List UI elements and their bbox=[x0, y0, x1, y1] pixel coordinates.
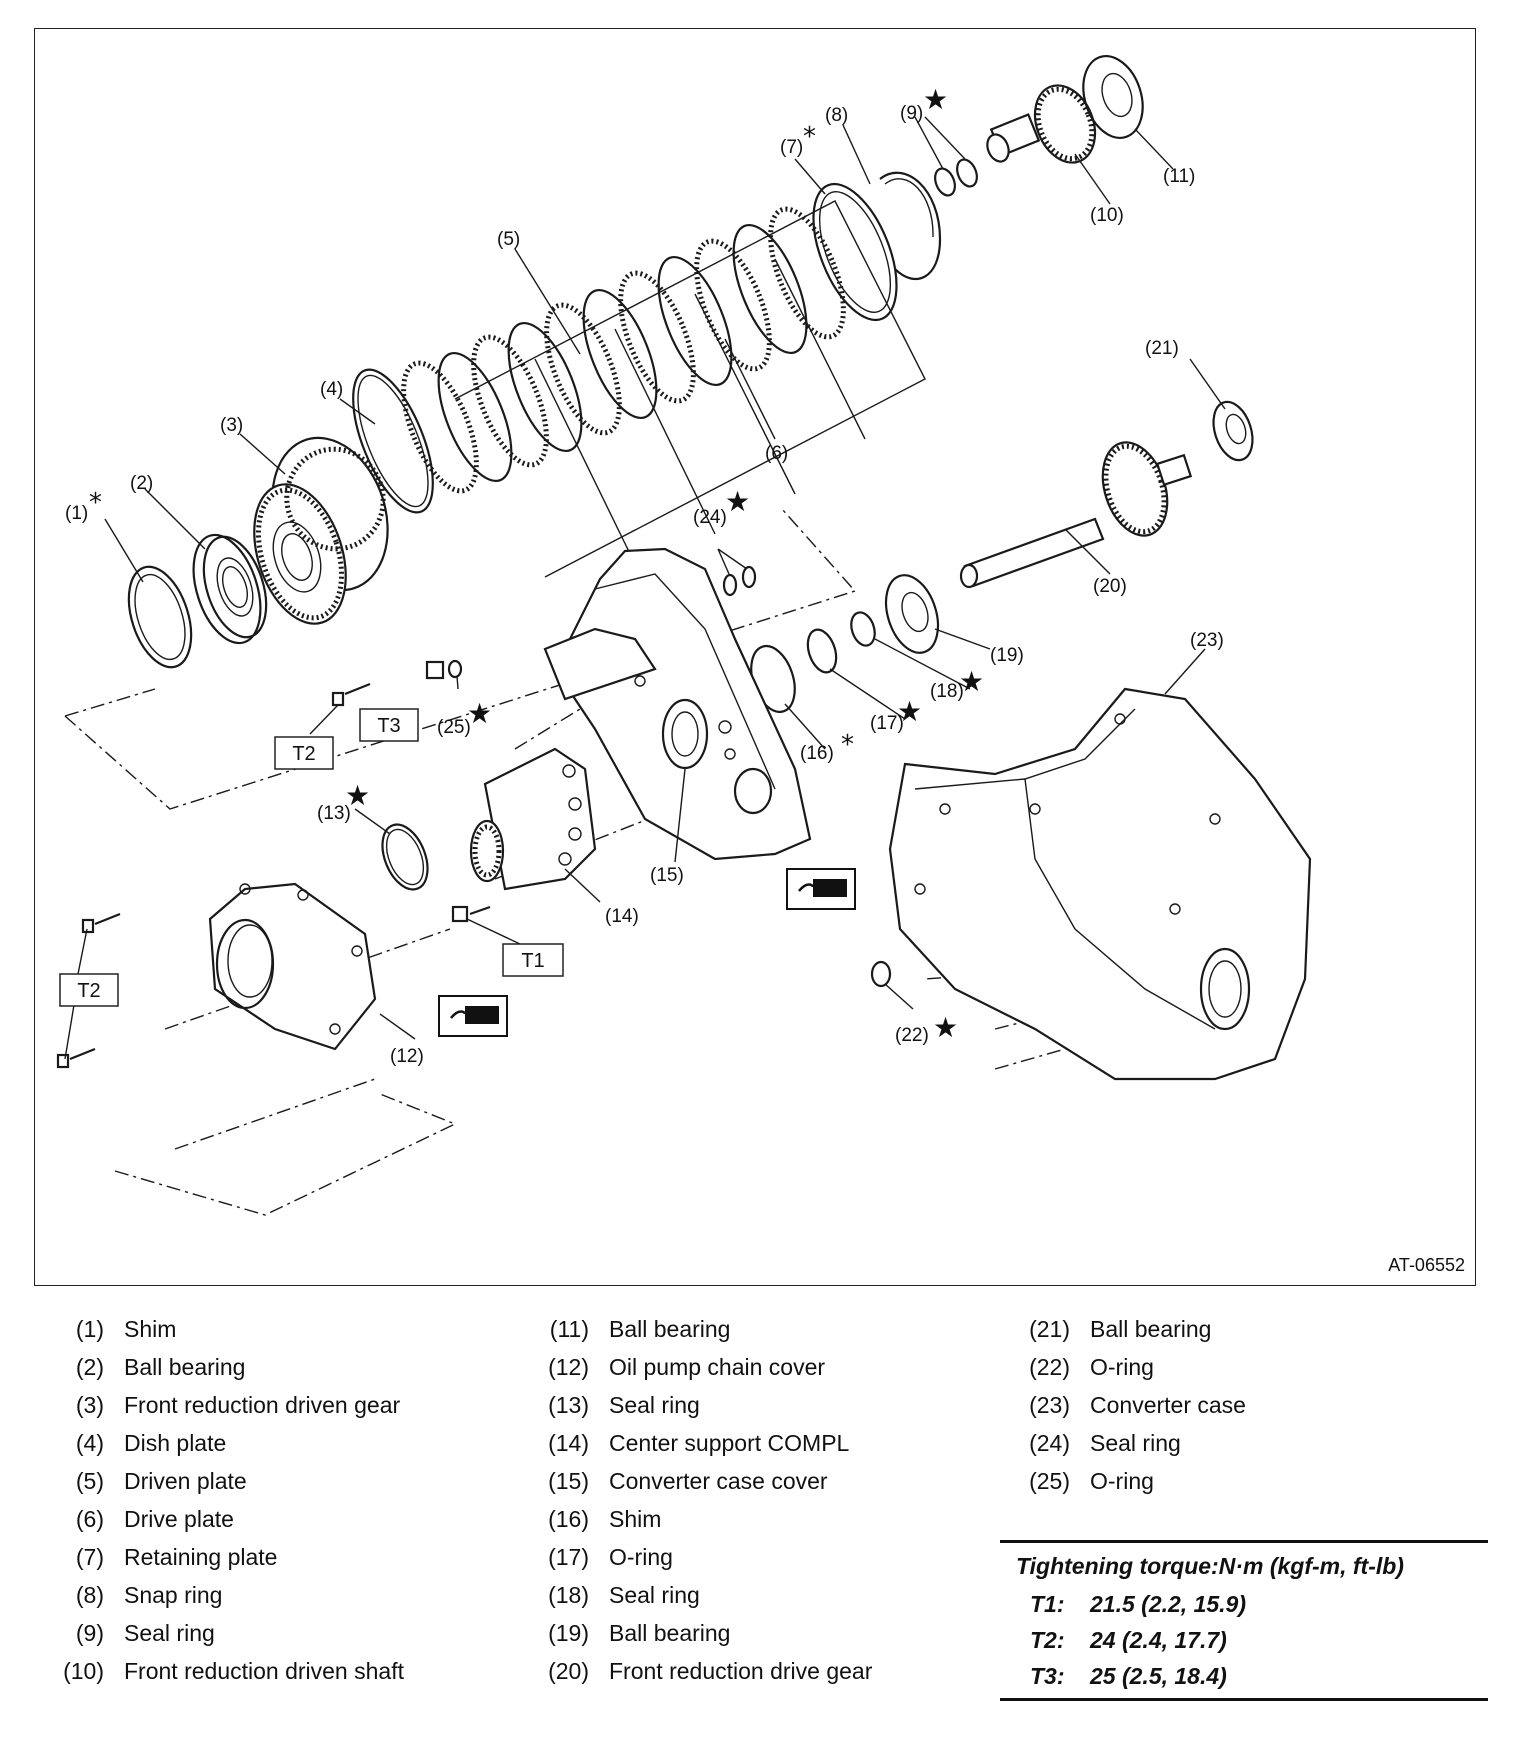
callout-1: (1) bbox=[65, 503, 88, 524]
sealant-icon bbox=[438, 995, 508, 1037]
bolt-t2-top bbox=[331, 682, 371, 707]
exploded-diagram: T3 T2 T1 T2 (1) (2) (3) (4) (5) (6) (7) … bbox=[34, 28, 1476, 1286]
converter-case-cover-15 bbox=[543, 547, 812, 861]
assembly-outline-cover bbox=[114, 1093, 457, 1216]
plug-t3 bbox=[425, 660, 445, 680]
asterisk-mark: * bbox=[803, 122, 816, 152]
sealant-icon bbox=[786, 868, 856, 910]
star-mark: ★ bbox=[897, 695, 922, 728]
dish-plate-4 bbox=[352, 368, 434, 514]
assembly-outline-front bbox=[64, 508, 857, 810]
callout-21: (21) bbox=[1145, 338, 1179, 359]
torque-label-t3: T3 bbox=[359, 708, 419, 742]
oil-pump-chain-cover-12 bbox=[208, 882, 377, 1051]
ball-bearing-19 bbox=[884, 574, 940, 654]
callout-5: (5) bbox=[497, 229, 520, 250]
star-mark: ★ bbox=[933, 1011, 958, 1044]
callout-16: (16) bbox=[800, 743, 834, 764]
figure-id: AT-06552 bbox=[1388, 1255, 1465, 1275]
bolt-t2-upper-left bbox=[81, 912, 121, 934]
callout-24: (24) bbox=[693, 507, 727, 528]
seal-ring-9b bbox=[956, 158, 978, 188]
asterisk-mark: * bbox=[89, 488, 102, 518]
star-mark: ★ bbox=[345, 779, 370, 812]
callout-18: (18) bbox=[930, 681, 964, 702]
svg-text:T2: T2 bbox=[77, 980, 100, 1002]
svg-text:T3: T3 bbox=[377, 715, 400, 737]
ball-bearing-21 bbox=[1212, 400, 1254, 462]
ball-bearing-11 bbox=[1082, 55, 1144, 139]
front-reduction-driven-gear-3 bbox=[253, 436, 389, 625]
callout-20: (20) bbox=[1093, 576, 1127, 597]
star-mark: ★ bbox=[725, 485, 750, 518]
seal-ring-13 bbox=[381, 823, 429, 891]
o-ring-17 bbox=[806, 628, 838, 674]
callout-23: (23) bbox=[1190, 630, 1224, 651]
callout-7: (7) bbox=[780, 137, 803, 158]
clutch-plates bbox=[401, 206, 846, 494]
torque-label-t2: T2 bbox=[274, 736, 334, 770]
callout-4: (4) bbox=[320, 379, 343, 400]
callout-3: (3) bbox=[220, 415, 243, 436]
callout-11: (11) bbox=[1163, 166, 1195, 187]
bolt-t2-lower-left bbox=[56, 1047, 96, 1069]
diagram-drawing: T3 T2 T1 T2 (1) (2) (3) (4) (5) (6) (7) … bbox=[56, 55, 1465, 1275]
callout-12: (12) bbox=[390, 1046, 424, 1067]
star-mark: ★ bbox=[467, 697, 492, 730]
callout-19: (19) bbox=[990, 645, 1024, 666]
torque-table: Tightening torque:N·m (kgf-m, ft-lb) T1:… bbox=[1000, 1540, 1488, 1701]
callout-25: (25) bbox=[437, 717, 471, 738]
star-mark: ★ bbox=[923, 83, 948, 116]
star-mark: ★ bbox=[959, 665, 984, 698]
callout-13: (13) bbox=[317, 803, 351, 824]
callout-6: (6) bbox=[765, 443, 788, 464]
seal-ring-18 bbox=[850, 611, 876, 647]
callout-9: (9) bbox=[900, 103, 923, 124]
retaining-plate-7 bbox=[812, 182, 898, 322]
callout-14: (14) bbox=[605, 906, 639, 927]
torque-table-title: Tightening torque:N·m (kgf-m, ft-lb) bbox=[1016, 1553, 1404, 1579]
torque-label-t2: T2 bbox=[59, 973, 119, 1007]
svg-text:T2: T2 bbox=[292, 743, 315, 765]
o-ring-22 bbox=[870, 960, 892, 988]
seal-ring-24a bbox=[722, 573, 738, 597]
ball-bearing-2 bbox=[192, 533, 262, 645]
callout-15: (15) bbox=[650, 865, 684, 886]
converter-case-23 bbox=[888, 687, 1312, 1081]
svg-text:T1: T1 bbox=[521, 950, 544, 972]
seal-ring-9a bbox=[934, 167, 956, 197]
shim-1 bbox=[127, 565, 193, 669]
clutch-pack-bracket bbox=[454, 200, 926, 578]
front-reduction-drive-gear-20 bbox=[959, 441, 1193, 589]
assembly-outline-link bbox=[64, 688, 156, 717]
o-ring-25 bbox=[447, 659, 463, 679]
callout-8: (8) bbox=[825, 105, 848, 126]
bolt-t1 bbox=[451, 905, 491, 923]
center-support-14 bbox=[469, 747, 597, 891]
asterisk-mark: * bbox=[841, 730, 854, 760]
parts-legend: (1)Shim (2)Ball bearing (3)Front reducti… bbox=[34, 1310, 1488, 1730]
front-reduction-driven-shaft-10 bbox=[986, 84, 1097, 164]
torque-label-t1: T1 bbox=[502, 943, 564, 977]
snap-ring-8 bbox=[879, 171, 942, 280]
leader-lines bbox=[64, 116, 1226, 1060]
callout-10: (10) bbox=[1090, 205, 1124, 226]
callout-22: (22) bbox=[895, 1025, 929, 1046]
callout-2: (2) bbox=[130, 473, 153, 494]
callout-17: (17) bbox=[870, 713, 904, 734]
seal-ring-24b bbox=[741, 565, 757, 589]
